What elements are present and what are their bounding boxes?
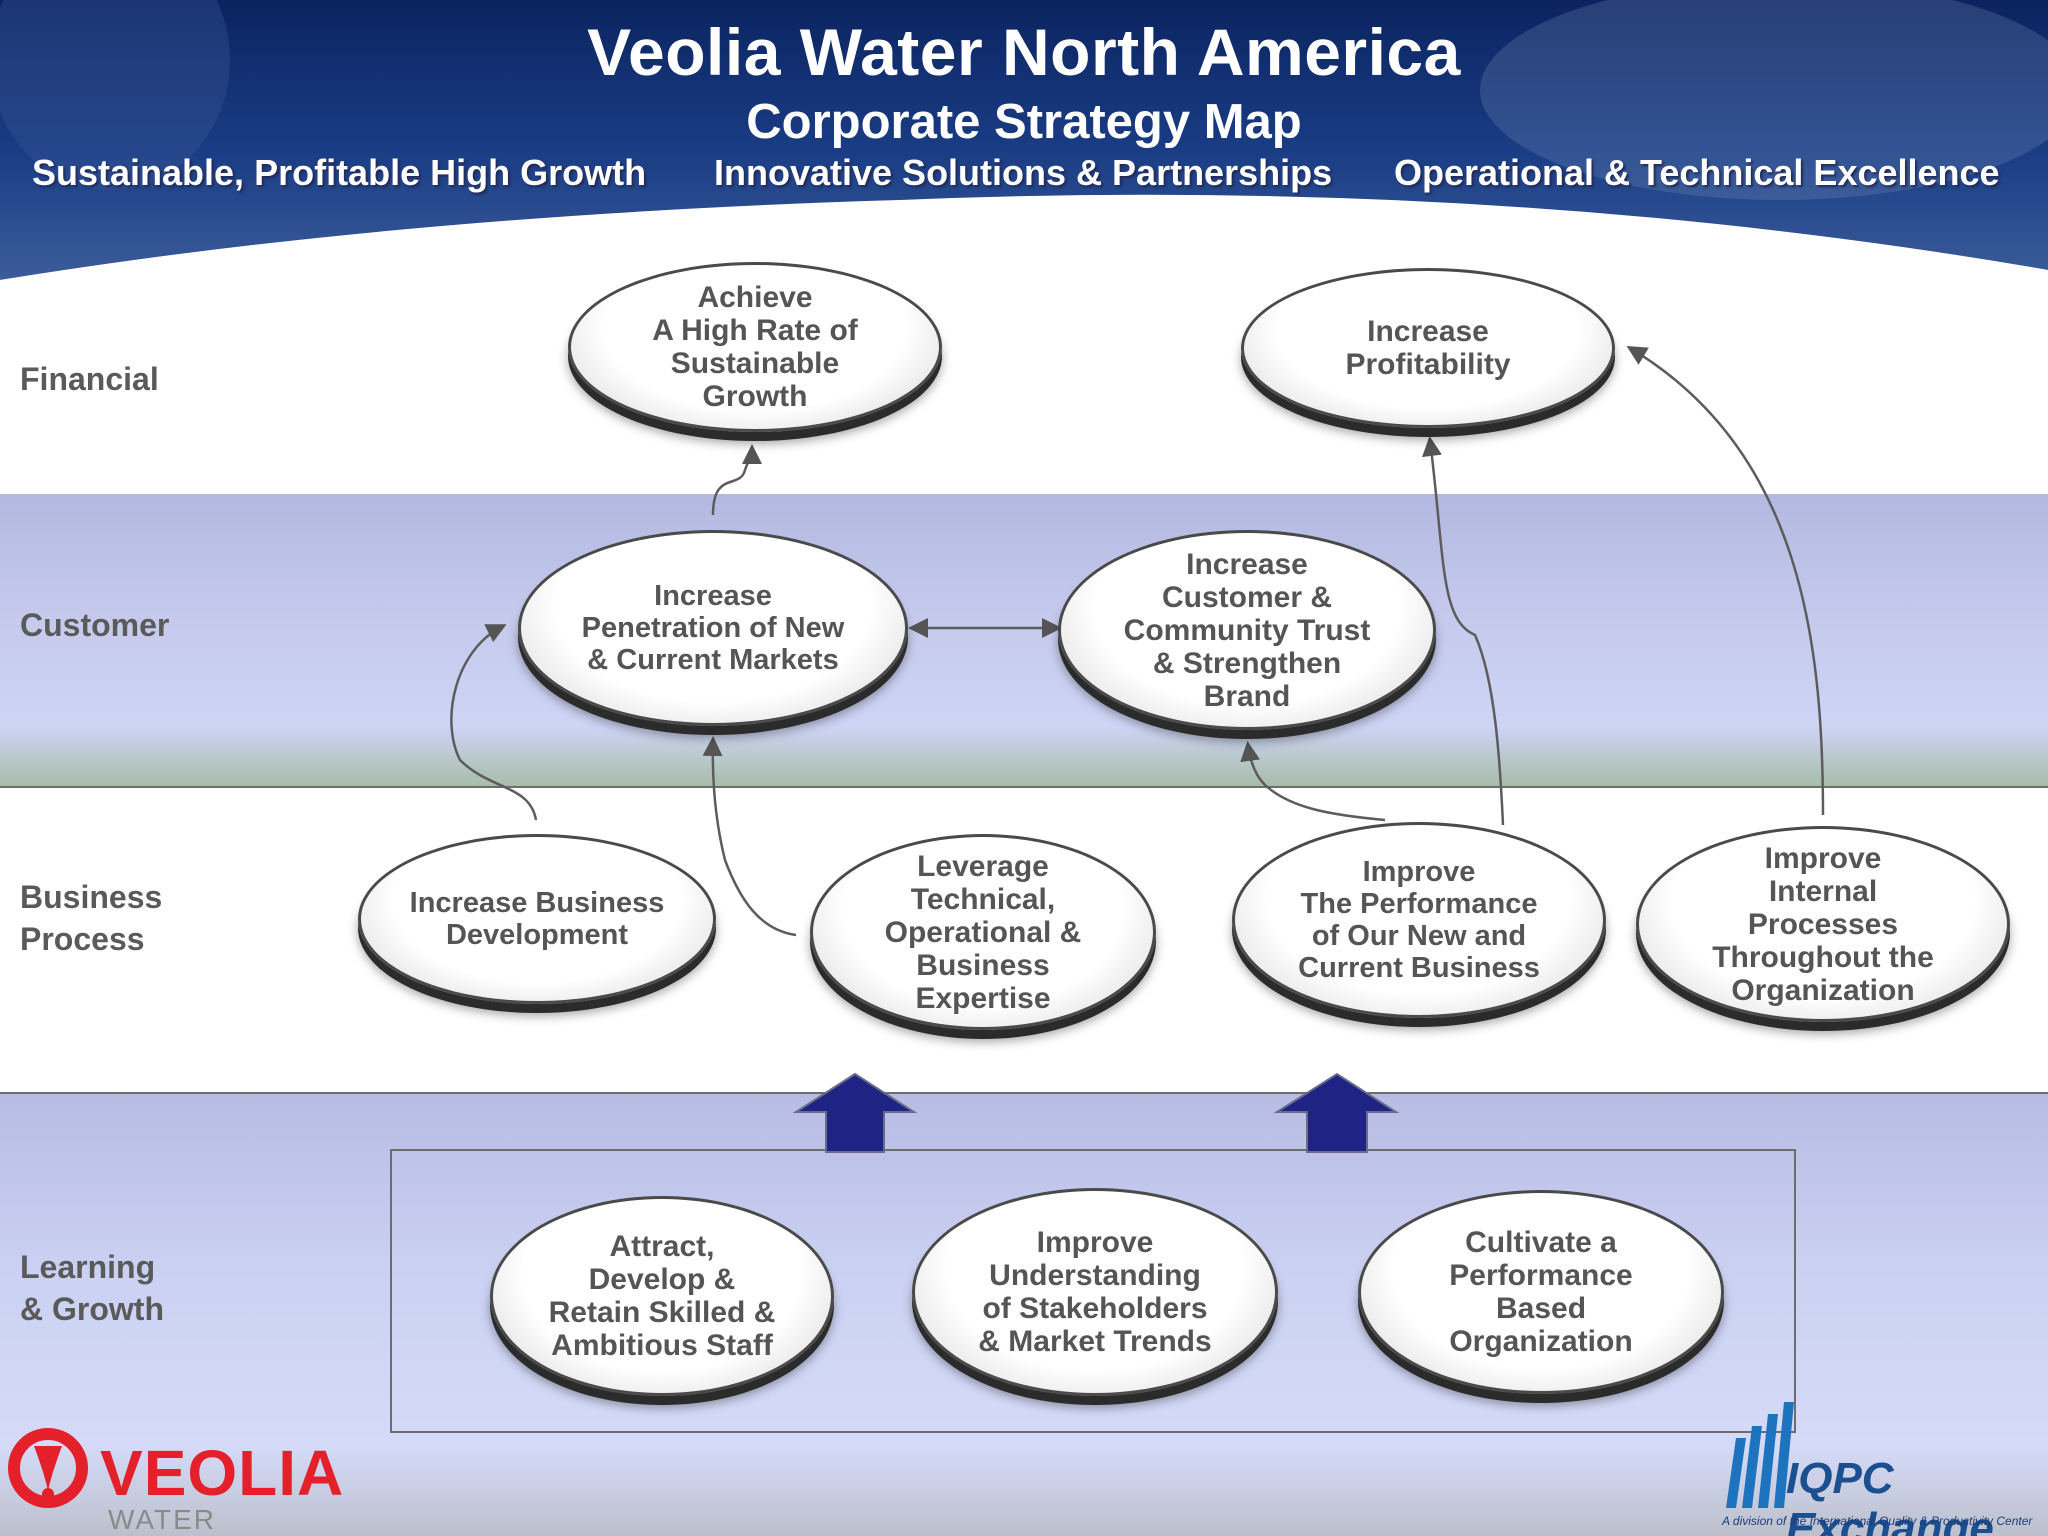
arrow-bizdev-to-penetration [450, 624, 538, 821]
objective-label: Leverage Technical, Operational & Busine… [884, 849, 1082, 1015]
objective-performance-organization[interactable]: Cultivate a Performance Based Organizati… [1358, 1190, 1724, 1394]
theme-excellence: Operational & Technical Excellence [1394, 152, 2000, 193]
objective-sustainable-growth[interactable]: Achieve A High Rate of Sustainable Growt… [568, 262, 942, 432]
iqpc-tagline: A division of the International Quality … [1722, 1514, 2033, 1528]
objective-skilled-staff[interactable]: Attract, Develop & Retain Skilled & Ambi… [490, 1196, 834, 1396]
iqpc-logo-icon [1726, 1402, 1794, 1508]
row-label-financial: Financial [20, 361, 159, 397]
arrow-performance-to-profitability [1422, 436, 1505, 826]
objective-increase-profitability[interactable]: Increase Profitability [1241, 268, 1615, 428]
objective-business-development[interactable]: Increase Business Development [358, 834, 716, 1004]
customer-band [0, 494, 2048, 786]
objective-internal-processes[interactable]: Improve Internal Processes Throughout th… [1636, 826, 2010, 1022]
objective-label: Increase Profitability [1345, 315, 1511, 381]
objective-label: Increase Business Development [409, 887, 665, 951]
objective-label: Attract, Develop & Retain Skilled & Ambi… [548, 1230, 776, 1362]
arrow-performance-to-trust [1240, 741, 1386, 822]
objective-label: Improve Internal Processes Throughout th… [1712, 841, 1934, 1007]
objective-customer-trust[interactable]: Increase Customer & Community Trust & St… [1058, 530, 1436, 730]
row-label-customer: Customer [20, 607, 170, 643]
objective-label: Achieve A High Rate of Sustainable Growt… [652, 281, 858, 413]
arrow-penetration-to-growth [711, 444, 762, 516]
veolia-logo-icon [8, 1428, 88, 1508]
objective-label: Increase Customer & Community Trust & St… [1123, 547, 1371, 713]
arrow-leverage-to-penetration [702, 736, 797, 937]
theme-innovation: Innovative Solutions & Partnerships [714, 152, 1333, 193]
iqpc-wordmark: IQPC Exchange [1786, 1454, 1994, 1536]
veolia-wordmark: VEOLIA [100, 1437, 345, 1509]
objective-label: Improve The Performance of Our New and C… [1298, 856, 1540, 984]
row-label-business-process: Business Process [20, 879, 163, 957]
learning-growth-frame [390, 1149, 1796, 1433]
big-up-arrow-right [1273, 1072, 1400, 1153]
objective-leverage-expertise[interactable]: Leverage Technical, Operational & Busine… [810, 834, 1156, 1030]
page-subtitle: Corporate Strategy Map [746, 95, 1302, 149]
objective-label: Cultivate a Performance Based Organizati… [1449, 1226, 1633, 1358]
objective-label: Improve Understanding of Stakeholders & … [978, 1226, 1212, 1358]
objective-market-penetration[interactable]: Increase Penetration of New & Current Ma… [518, 530, 908, 726]
page-title: Veolia Water North America [587, 15, 1461, 89]
objective-label: Increase Penetration of New & Current Ma… [581, 580, 845, 676]
arrow-internal-to-profitability [1626, 345, 1825, 816]
row-label-learning-growth: Learning & Growth [20, 1249, 164, 1327]
objective-stakeholder-understanding[interactable]: Improve Understanding of Stakeholders & … [912, 1188, 1278, 1396]
big-up-arrow-left [792, 1072, 918, 1153]
veolia-submark: WATER [108, 1504, 216, 1535]
objective-improve-performance[interactable]: Improve The Performance of Our New and C… [1232, 822, 1606, 1018]
theme-growth: Sustainable, Profitable High Growth [32, 152, 647, 193]
